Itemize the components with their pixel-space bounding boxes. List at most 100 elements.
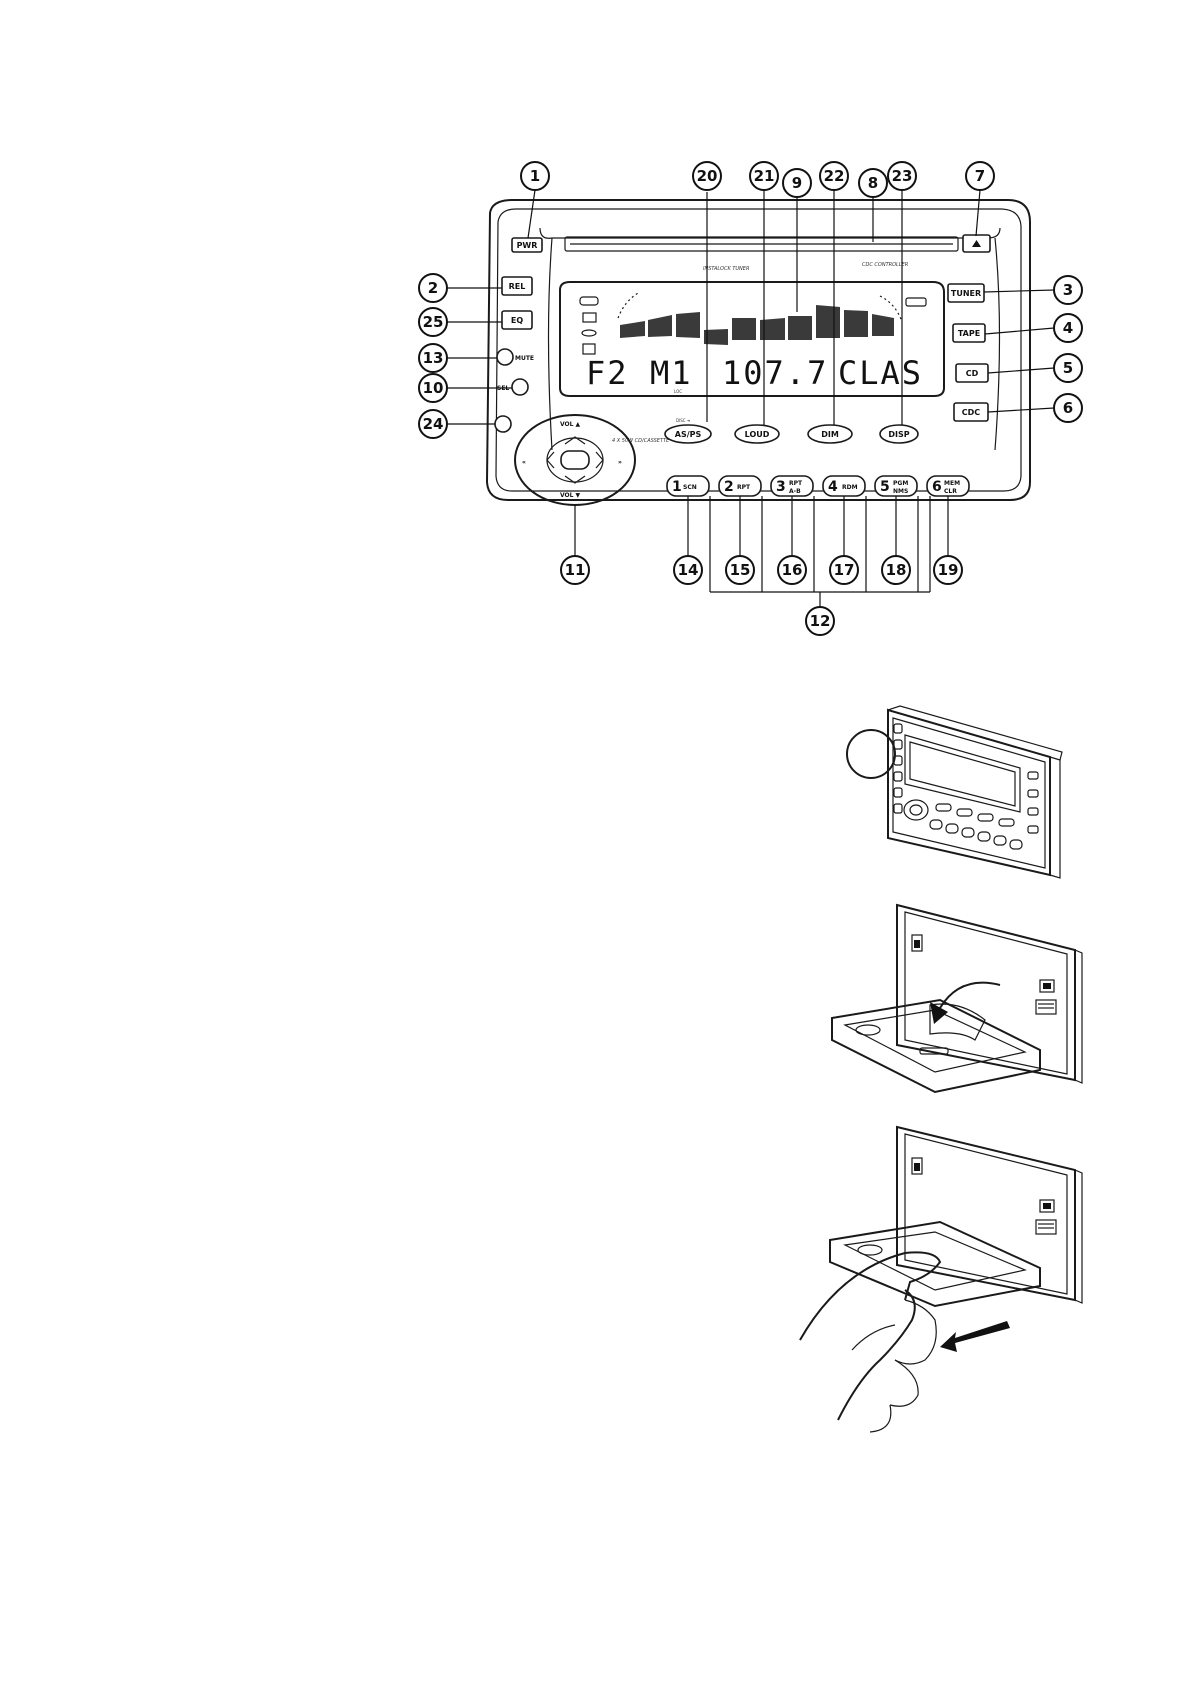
figure-panel-removal [799,1125,1083,1433]
svg-text:14: 14 [678,561,699,579]
cdc-label: CDC [962,408,981,417]
preset-3-num: 3 [776,479,786,495]
pull-arrow-icon [940,1321,1010,1352]
highlight-circle [846,729,896,779]
preset-1-text: SCN [683,484,697,491]
lcd-eq-mode: CLAS [838,354,923,392]
svg-text:8: 8 [868,174,878,192]
tape-indicator [581,329,597,337]
svg-text:23: 23 [892,167,913,185]
preset-1-num: 1 [672,479,682,495]
svg-text:7: 7 [975,167,985,185]
callout-13: 13 [418,343,448,373]
rotate-arrow-icon [930,1002,948,1024]
callout-23: 23 [887,161,917,191]
pwr-button-label: PWR [517,241,538,250]
tape-label: TAPE [958,329,980,338]
preset-3-sub: A-B [789,488,801,495]
cd-label: CD [966,369,979,378]
svg-text:17: 17 [834,561,855,579]
callout-3: 3 [1053,275,1083,305]
dim-button[interactable] [807,424,853,444]
svg-text:10: 10 [423,379,444,397]
callout-5: 5 [1053,353,1083,383]
preset-2-num: 2 [724,479,734,495]
callout-2: 2 [418,273,448,303]
svg-text:13: 13 [423,349,444,367]
svg-text:21: 21 [754,167,775,185]
svg-text:11: 11 [565,561,586,579]
rds-indicator [905,297,927,307]
eject-icon [972,240,981,247]
preset-6-num: 6 [932,479,942,495]
asps-button[interactable] [664,424,712,444]
callout-18: 18 [881,555,911,585]
svg-text:19: 19 [938,561,959,579]
callout-19: 19 [933,555,963,585]
figure-unit-perspective [846,705,1063,879]
model-text: 4 X 50W CD/CASSETTE [612,438,670,444]
callout-7: 7 [965,161,995,191]
callout-16: 16 [777,555,807,585]
svg-text:9: 9 [792,174,802,192]
rel-button-label: REL [509,282,526,291]
lcd-memory: M1 [650,354,693,392]
disp-button[interactable] [879,424,919,444]
preset-2-text: RPT [737,484,751,491]
rel-button[interactable] [501,276,533,296]
release-button[interactable] [494,415,512,433]
lcd-band: F2 [586,354,629,392]
eq-button[interactable] [501,310,533,330]
svg-text:1: 1 [530,167,540,185]
brand-right: CDC CONTROLLER [862,262,908,268]
disc-indicator: DISC ➜ [676,418,691,423]
callout-1: 1 [520,161,550,191]
preset-6-sub: CLR [944,488,957,495]
callout-17: 17 [829,555,859,585]
svg-text:18: 18 [886,561,907,579]
svg-text:3: 3 [1063,281,1073,299]
callout-12: 12 [805,606,835,636]
callout-9: 9 [782,168,812,198]
lcd-frequency: 107.7 [722,354,828,392]
front-panel: INSTALOCK TUNER CDC CONTROLLER F2 M1 [485,199,1031,506]
seek-right-icon: » [618,459,622,466]
svg-text:16: 16 [782,561,803,579]
loud-button[interactable] [734,424,780,444]
svg-text:15: 15 [730,561,751,579]
mute-label: MUTE [515,355,534,362]
tuner-button[interactable] [947,283,985,303]
preset-4-text: RDM [842,484,858,491]
sel-button[interactable] [511,378,529,396]
seek-left-icon: « [522,459,526,466]
tape-button[interactable] [952,323,986,343]
vol-up-label: VOL ▲ [560,421,581,428]
preset-row: 1 SCN 2 RPT 3 RPT A-B 4 RDM 5 PGM NMS 6 … [666,475,970,497]
callout-4: 4 [1053,313,1083,343]
lcd-display [559,281,945,397]
callout-24: 24 [418,409,448,439]
svg-text:5: 5 [1063,359,1073,377]
preset-5-sub: NMS [893,488,908,495]
callout-10: 10 [418,373,448,403]
callout-22: 22 [819,161,849,191]
pwr-button[interactable] [511,237,543,253]
asps-label: AS/PS [675,430,702,439]
preset-6-text: MEM [944,480,960,487]
loud-label: LOUD [745,430,770,439]
svg-text:4: 4 [1063,319,1073,337]
tuner-label: TUNER [951,289,981,298]
svg-text:12: 12 [810,612,831,630]
callout-15: 15 [725,555,755,585]
brand-left: INSTALOCK TUNER [703,266,749,272]
joystick-center[interactable] [560,450,590,470]
leader-lines [447,189,1055,607]
preset-5-num: 5 [880,479,890,495]
disp-label: DISP [888,430,909,439]
mute-button[interactable] [496,348,514,366]
callouts: 1 2 25 13 10 24 20 21 9 22 8 23 7 3 4 5 … [418,161,1083,636]
svg-text:22: 22 [824,167,845,185]
figure-panel-flip [831,903,1083,1094]
svg-text:20: 20 [697,167,718,185]
